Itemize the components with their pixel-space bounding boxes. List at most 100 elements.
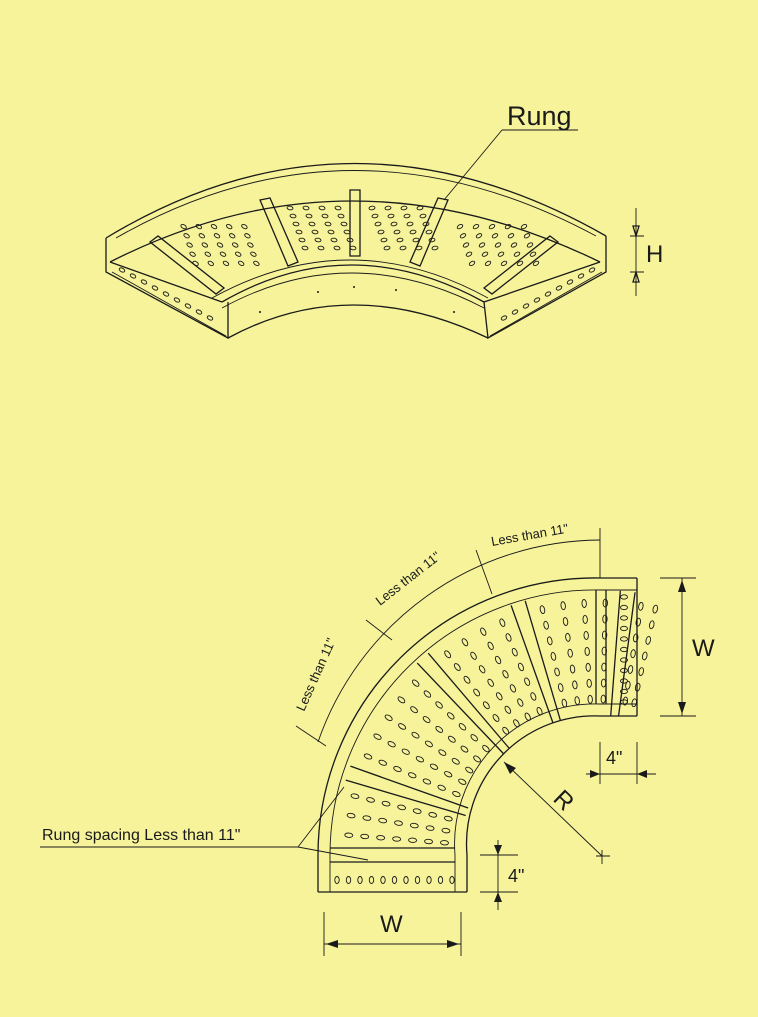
perforation-hole (406, 221, 414, 227)
perforation-hole (574, 696, 580, 706)
perforation-hole (411, 731, 420, 739)
plan-rung-edge (510, 605, 554, 724)
perforation-hole (500, 260, 508, 267)
perforation-hole (533, 297, 541, 303)
plan-rung-edge (350, 765, 469, 809)
perforation-hole (371, 213, 379, 219)
plan-rung-edge (427, 652, 510, 749)
perforation-hole (581, 599, 587, 608)
perforation-hole (426, 876, 432, 884)
bottom-tangent-label: 4" (508, 866, 524, 886)
perforation-hole (378, 817, 388, 824)
perforation-hole (403, 213, 411, 219)
inner-rail-plan-inner (454, 703, 637, 892)
rail-dot (259, 311, 261, 313)
perforation-hole (431, 245, 439, 251)
perforation-hole (459, 233, 467, 239)
perforation-hole (186, 242, 193, 248)
perforation-hole (444, 771, 453, 778)
perforation-hole (462, 242, 470, 248)
perforation-hole (470, 734, 478, 742)
perforation-hole (638, 667, 644, 676)
perforation-hole (585, 662, 591, 672)
perforation-hole (505, 633, 512, 642)
perforation-hole (620, 678, 628, 684)
isometric-view: Rung H (105, 101, 663, 340)
perforation-hole (566, 279, 574, 285)
perforation-hole (584, 646, 590, 656)
perforation-hole (346, 237, 354, 243)
perforation-hole (562, 617, 569, 626)
perforation-hole (408, 837, 418, 843)
perforation-hole (546, 636, 553, 646)
perforation-hole (444, 650, 452, 659)
perforation-hole (550, 652, 557, 661)
perforation-hole (324, 221, 332, 227)
perforation-hole (511, 647, 518, 657)
perforation-hole (311, 229, 319, 235)
perforation-hole (473, 755, 481, 763)
perforation-hole (569, 664, 576, 674)
plan-rungs (345, 590, 636, 817)
perforation-hole (198, 233, 205, 239)
perforation-hole (620, 594, 628, 600)
perforation-hole (415, 245, 423, 251)
perforation-hole (378, 759, 387, 766)
rung-leader (443, 129, 578, 201)
perforation-hole (620, 625, 628, 632)
rail-dot (395, 289, 397, 291)
perforation-hole (478, 242, 486, 248)
perforation-hole (429, 763, 439, 770)
left-end-face (105, 238, 229, 340)
rung-label: Rung (507, 101, 572, 131)
bottom-tangent-dimension: 4" (480, 840, 524, 910)
perforation-hole (513, 719, 520, 728)
perforation-hole (410, 706, 418, 714)
perforation-hole (437, 784, 446, 791)
perforation-hole (381, 800, 391, 807)
perforation-hole (373, 733, 382, 740)
outer-rail-top (105, 162, 607, 239)
perforation-hole (222, 260, 230, 267)
inner-rail-top2 (221, 272, 485, 309)
perforation-hole (507, 233, 515, 239)
perforation-hole (425, 229, 433, 235)
perforation-hole (349, 245, 357, 251)
perforation-hole (447, 735, 456, 743)
iso-perforations (118, 205, 596, 321)
right-end-face (483, 236, 607, 340)
perforation-hole (652, 604, 659, 614)
perforation-hole (465, 766, 474, 774)
perforation-hole (308, 221, 316, 227)
perforation-hole (492, 714, 500, 722)
perforation-hole (140, 279, 148, 285)
right-tangent-label: 4" (606, 748, 622, 768)
perforation-hole (602, 614, 608, 624)
perforation-hole (235, 251, 242, 257)
perforation-hole (226, 223, 233, 230)
perforation-hole (497, 251, 505, 257)
rung-spacing-leader (40, 786, 369, 861)
perforation-hole (314, 237, 322, 243)
perforation-hole (565, 632, 571, 642)
perforation-hole (487, 678, 494, 687)
perforation-hole (600, 678, 607, 688)
perforation-hole (635, 617, 641, 627)
perforation-hole (631, 698, 637, 708)
left-section-edge (109, 261, 223, 303)
perforation-hole (414, 876, 421, 884)
perforation-hole (350, 793, 360, 799)
perforation-hole (601, 630, 608, 640)
perforation-hole (441, 827, 451, 834)
perforation-hole (424, 740, 433, 748)
perforation-hole (465, 251, 473, 257)
perforation-hole (391, 876, 398, 884)
perforation-hole (346, 812, 356, 819)
perforation-hole (494, 242, 502, 248)
rail-dot (353, 286, 355, 288)
spacing-tick (365, 619, 393, 641)
perforation-hole (587, 694, 593, 704)
plan-rung-edge (610, 590, 621, 716)
